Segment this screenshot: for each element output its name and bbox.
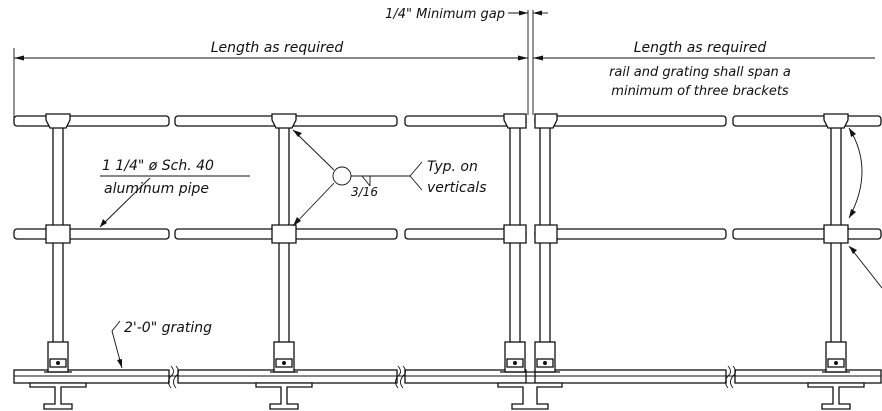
fitting-top-2 (271, 113, 297, 129)
grating (13, 365, 882, 389)
length-right-label: Length as required (634, 40, 767, 56)
length-dimension-left: Length as required (13, 40, 528, 118)
support-beams (29, 382, 865, 410)
mid-rail (13, 228, 882, 240)
weld-note-line2: verticals (427, 180, 487, 196)
pipe-spec-line1: 1 1/4" ø Sch. 40 (102, 158, 214, 174)
grating-label: 2'-0" grating (124, 320, 212, 336)
span-note-line2: minimum of three brackets (611, 84, 789, 99)
fitting-top-1 (45, 113, 71, 129)
pipe-spec-line2: aluminum pipe (104, 181, 209, 197)
bracket-4 (822, 341, 850, 373)
weld-note-line1: Typ. on (427, 159, 478, 175)
fitting-mid-5 (823, 224, 849, 244)
length-left-label: Length as required (211, 40, 344, 56)
weld-callout: 3/16 Typ. on verticals (292, 129, 487, 227)
bracket-3 (500, 341, 560, 373)
fitting-mid-1 (45, 224, 71, 244)
fitting-mid-2 (271, 224, 297, 244)
length-dimension-right: Length as required rail and grating shal… (533, 40, 875, 99)
fitting-mid-3 (503, 224, 527, 244)
span-note-line1: rail and grating shall span a (609, 65, 791, 80)
fitting-top-3 (503, 113, 527, 129)
fitting-top-5 (823, 113, 849, 129)
pipe-callout: 1 1/4" ø Sch. 40 aluminum pipe (99, 158, 250, 228)
gap-label: 1/4" Minimum gap (385, 7, 505, 22)
top-rail (13, 115, 882, 127)
fitting-top-4 (534, 113, 558, 129)
bracket-1 (44, 341, 72, 373)
bracket-2 (270, 341, 298, 373)
right-edge-leaders (848, 127, 882, 289)
fitting-mid-4 (534, 224, 558, 244)
grating-callout: 2'-0" grating (111, 320, 212, 369)
weld-size-label: 3/16 (351, 185, 378, 199)
gap-dimension: 1/4" Minimum gap (385, 7, 548, 115)
rail-fittings (45, 113, 849, 244)
weld-all-around-symbol (332, 166, 352, 186)
post-brackets (44, 341, 850, 373)
